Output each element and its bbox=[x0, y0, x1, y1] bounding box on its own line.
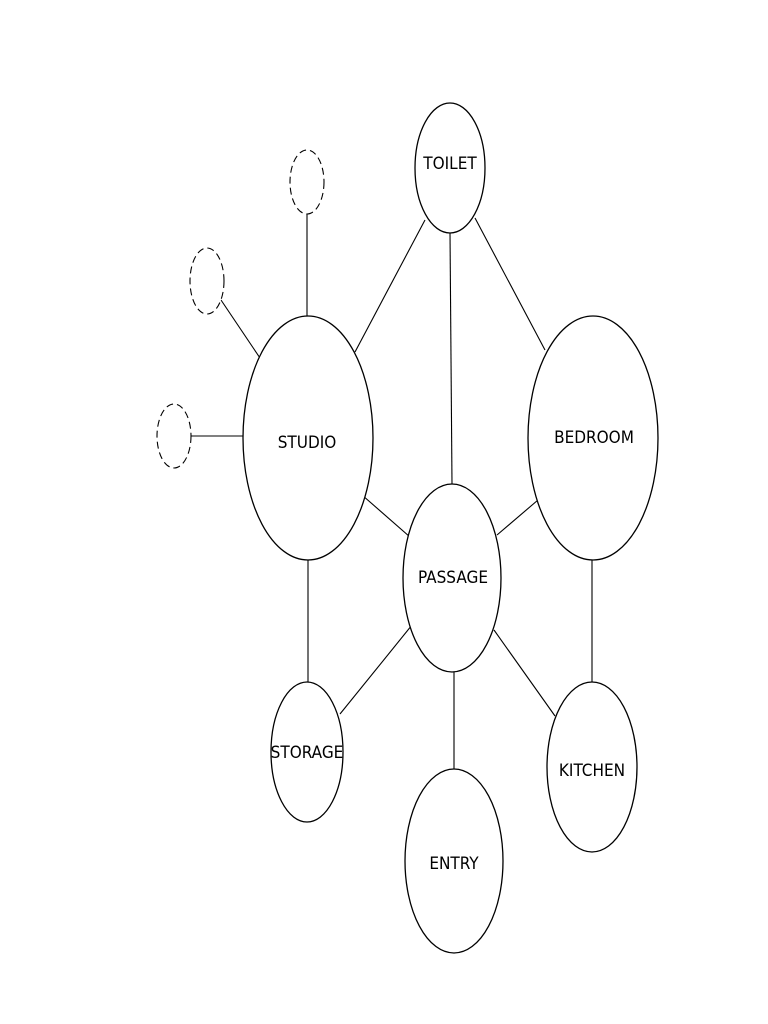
edge-passage-storage bbox=[339, 624, 413, 715]
node-toilet-label: TOILET bbox=[422, 154, 477, 174]
edge-toilet-bedroom bbox=[474, 217, 546, 351]
edge-studio-passage bbox=[361, 494, 411, 538]
node-storage: STORAGE bbox=[270, 681, 344, 823]
edge-studio-dashed-middle bbox=[220, 299, 261, 359]
dashed-node-left bbox=[156, 403, 192, 469]
dashed-node-middle bbox=[189, 247, 225, 315]
dashed-node-top bbox=[289, 149, 325, 215]
node-storage-shape bbox=[270, 681, 344, 823]
node-toilet: TOILET bbox=[414, 102, 486, 234]
node-studio-shape bbox=[242, 315, 374, 561]
dashed-nodes bbox=[156, 149, 325, 469]
node-storage-label: STORAGE bbox=[271, 743, 344, 763]
node-kitchen-shape bbox=[546, 681, 638, 853]
node-entry: ENTRY bbox=[404, 768, 504, 954]
node-passage-shape bbox=[402, 483, 502, 673]
node-bedroom: BEDROOM bbox=[527, 315, 659, 561]
node-bedroom-shape bbox=[527, 315, 659, 561]
node-entry-label: ENTRY bbox=[429, 854, 479, 874]
edge-passage-kitchen bbox=[493, 629, 556, 717]
node-toilet-shape bbox=[414, 102, 486, 234]
edge-toilet-passage bbox=[449, 231, 453, 485]
node-kitchen: KITCHEN bbox=[546, 681, 638, 853]
node-studio: STUDIO bbox=[242, 315, 374, 561]
edge-studio-toilet bbox=[354, 219, 426, 353]
node-studio-label: STUDIO bbox=[278, 433, 337, 453]
edge-bedroom-passage bbox=[496, 499, 539, 536]
node-passage-label: PASSAGE bbox=[418, 568, 488, 588]
node-bedroom-label: BEDROOM bbox=[554, 428, 634, 448]
node-entry-shape bbox=[404, 768, 504, 954]
node-passage: PASSAGE bbox=[402, 483, 502, 673]
edges bbox=[190, 214, 593, 770]
node-kitchen-label: KITCHEN bbox=[559, 761, 625, 781]
